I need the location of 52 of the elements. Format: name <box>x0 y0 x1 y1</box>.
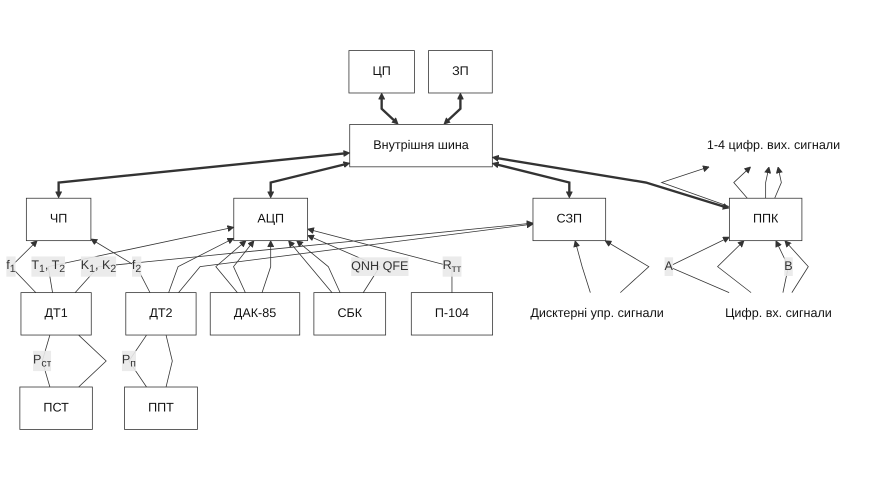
node-box: ДТ1 <box>20 292 92 336</box>
node-text: Дисктерні упр. сигнали <box>530 306 664 320</box>
arrow <box>55 150 350 198</box>
arrow <box>296 240 340 294</box>
node-box: ППК <box>729 198 802 242</box>
arrow <box>267 161 350 198</box>
arrow <box>573 240 591 294</box>
arrow <box>262 240 274 294</box>
edge-label: QNH QFE <box>351 260 408 273</box>
arrow <box>215 240 246 294</box>
arrow <box>378 92 398 124</box>
arrow <box>774 166 783 199</box>
arrow <box>764 166 772 199</box>
node-box: СБК <box>313 292 386 336</box>
node-text: 1-4 цифр. вих. сигнали <box>706 138 840 152</box>
node-box: ЦП <box>348 50 415 94</box>
edge-label: f$_{1}$ <box>6 258 16 275</box>
node-box: ДТ2 <box>125 292 196 336</box>
node-box: ППТ <box>124 386 198 430</box>
node-box: ДАК-85 <box>210 292 300 336</box>
node-box: ЗП <box>428 50 493 94</box>
node-box: Внутрішня шина <box>349 124 493 168</box>
arrow <box>48 225 234 294</box>
node-box: П-104 <box>410 292 493 336</box>
edge-label: K$_{1}$, K$_{2}$ <box>80 258 116 275</box>
arrow <box>604 240 650 294</box>
edge-label: P$_{п}$ <box>122 353 136 369</box>
edge-label: T$_{1}$, T$_{2}$ <box>31 258 66 275</box>
arrow <box>492 162 573 198</box>
arrow <box>717 240 752 294</box>
arrow <box>233 240 254 294</box>
node-text: Цифр. вх. сигнали <box>725 306 832 320</box>
node-box: АЦП <box>233 198 308 242</box>
node-box: ЧП <box>26 198 92 242</box>
arrow <box>784 240 809 294</box>
edge-label: B <box>784 260 793 273</box>
arrow <box>444 92 464 124</box>
node-box: ПСТ <box>19 386 93 430</box>
connector <box>166 334 173 388</box>
arrow <box>168 238 234 294</box>
arrow <box>660 166 730 207</box>
arrow <box>775 240 789 294</box>
edge-label: A <box>664 260 673 273</box>
connector <box>78 334 107 388</box>
node-box: СЗП <box>532 198 606 242</box>
arrow <box>733 166 751 199</box>
arrow <box>288 240 332 294</box>
arrow <box>90 238 150 294</box>
edge-label: f$_{2}$ <box>132 258 142 275</box>
edge-label: R$_{тт}$ <box>442 258 462 275</box>
arrow <box>492 154 730 210</box>
edge-label: P$_{ст}$ <box>33 353 52 369</box>
